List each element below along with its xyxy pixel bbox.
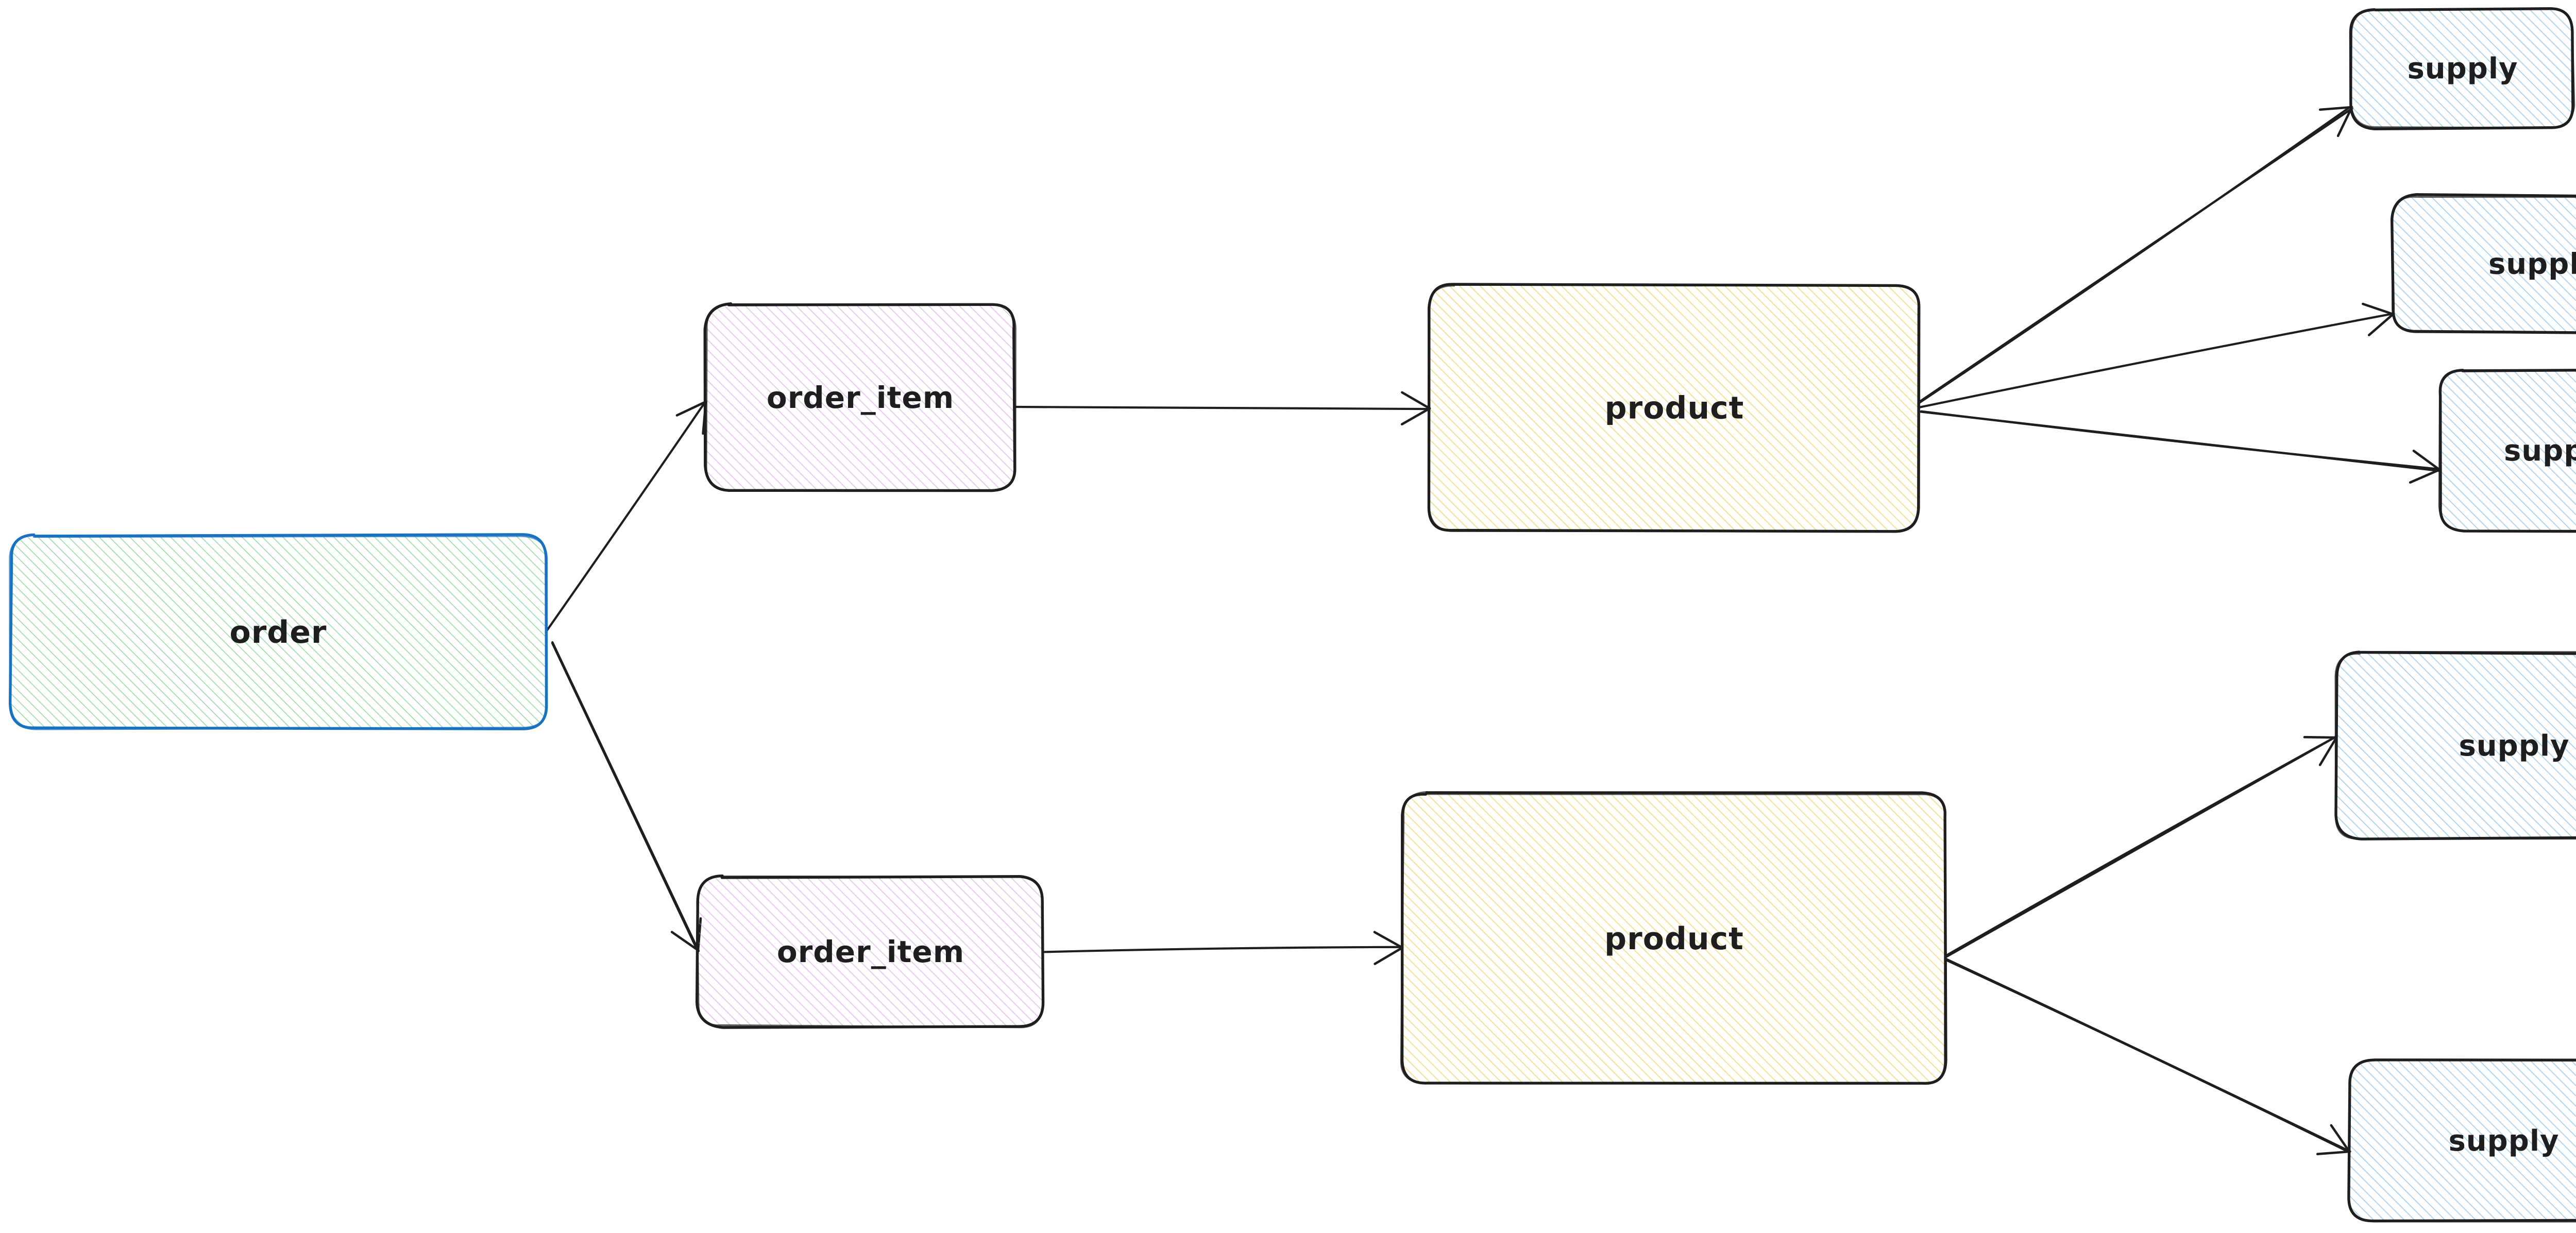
node-supply_4[interactable]: supply [2334,650,2576,841]
arrowhead [2362,302,2395,316]
node-supply_3[interactable]: supply [2438,369,2576,533]
node-outline [2334,650,2576,840]
node-supply_2[interactable]: supply [2390,193,2576,334]
arrowhead [2409,468,2441,484]
node-label-supply_5: supply [2448,1124,2559,1158]
arrowhead [1400,407,1431,425]
node-fill [2336,653,2576,839]
node-outline [696,875,1044,1029]
node-fill [2351,9,2574,128]
node-label-product_1: product [1605,390,1744,426]
node-label-product_2: product [1604,921,1744,957]
arrowhead [1373,931,1404,949]
node-fill [698,877,1043,1027]
edge-product_1-to-supply_3[interactable] [1919,410,2441,484]
node-outline [9,534,548,730]
edge-product_1-to-supply_2[interactable] [1919,302,2395,408]
node-fill [10,535,547,729]
node-fill [2393,195,2576,333]
node-label-supply_4: supply [2459,729,2569,763]
node-product_1[interactable]: product [1427,283,1921,533]
node-outline [2350,7,2575,129]
node-order_item_2[interactable]: order_item [695,874,1045,1029]
arrowhead [2318,736,2338,766]
node-outline [1427,284,1921,533]
node-order[interactable]: order [8,533,548,730]
arrowhead [2367,313,2395,336]
node-label-order_item_1: order_item [767,380,954,415]
node-fill [2439,370,2576,530]
node-order_item_1[interactable]: order_item [703,302,1016,492]
edge-order-to-order_item_1[interactable] [545,400,707,633]
node-outline [1400,791,1946,1085]
node-outline [2334,650,2576,841]
edges-layer [545,105,2441,1156]
node-outline [705,303,1016,492]
edge-product_2-to-supply_5[interactable] [1944,958,2351,1156]
arrowhead [670,931,700,952]
node-fill [1402,793,1946,1085]
node-fill [1429,284,1920,532]
arrowhead [2412,450,2441,471]
node-label-supply_1: supply [2407,52,2518,85]
node-supply_1[interactable]: supply [2349,7,2575,131]
node-product_2[interactable]: product [1400,791,1947,1085]
node-outline [2438,369,2576,532]
node-supply_5[interactable]: supply [2347,1058,2576,1223]
node-label-order_item_2: order_item [777,934,964,969]
nodes-layer: orderorder_itemorder_itemproductproducts… [8,7,2576,1223]
arrowhead [2303,735,2338,739]
node-label-order: order [229,614,327,650]
edge-product_1-to-supply_1[interactable] [1917,105,2354,404]
node-fill [706,304,1016,491]
edge-order_item_2-to-product_2[interactable] [1041,931,1404,965]
node-label-supply_2: supply [2488,248,2576,281]
node-outline [2347,1059,2576,1223]
arrowhead [2330,1124,2351,1153]
arrowhead [1374,946,1404,965]
edge-order-to-order_item_2[interactable] [551,641,702,952]
arrowhead [1401,391,1431,410]
edge-product_2-to-supply_4[interactable] [1944,735,2338,958]
node-outline [2392,196,2576,334]
node-label-supply_3: supply [2504,434,2576,468]
arrowhead [675,400,707,417]
node-fill [2348,1060,2576,1221]
arrowhead [2336,106,2353,138]
arrowhead [2316,1150,2351,1156]
edge-order_item_1-to-product_1[interactable] [1014,391,1431,425]
arrowhead [2318,106,2353,111]
